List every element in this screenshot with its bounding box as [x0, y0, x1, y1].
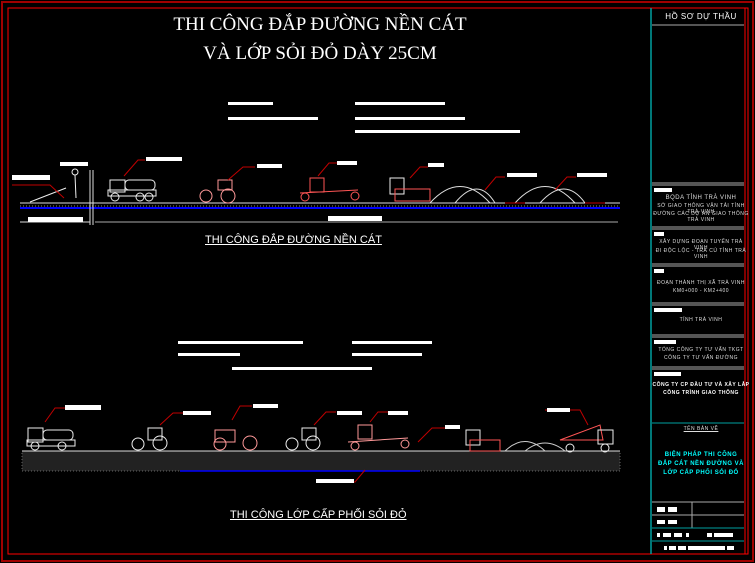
project-line: ĐƯỜNG CÁC DỰ ÁN GIAO THÔNG TRÀ VINH [653, 211, 749, 223]
drawing-name-line: ĐẮP CÁT NỀN ĐƯỜNG VÀ [658, 461, 744, 467]
project-line: BQDA TỈNH TRÀ VINH [665, 195, 737, 201]
drawing-name-line: BIỆN PHÁP THI CÔNG [664, 452, 738, 458]
section1-caption: THI CÔNG ĐẮP ĐƯỜNG NỀN CÁT [205, 234, 382, 246]
section2-caption: THI CÔNG LỚP CẤP PHỐI SỎI ĐỎ [230, 509, 407, 521]
worker-icon [29, 168, 79, 203]
consultant-line: TỔNG CÔNG TY TƯ VẤN TKGT [658, 347, 744, 353]
bulldozer-icon [465, 429, 501, 452]
roller-icon [285, 427, 321, 451]
drawing-title-line1: THI CÔNG ĐẮP ĐƯỜNG NỀN CÁT [173, 14, 467, 35]
dump-truck-icon [559, 424, 614, 453]
contractor-line: CÔNG TRÌNH GIAO THÔNG [663, 390, 739, 396]
work-line: ĐI ĐỘC LỘC - TRÀ CÚ TỈNH TRÀ VINH [655, 248, 747, 260]
water-truck-icon [26, 427, 76, 451]
contractor-line: CÔNG TY CP ĐẦU TƯ VÀ XÂY LẮP [652, 382, 750, 388]
water-truck-icon [107, 179, 157, 202]
section-line: KM0+000 - KM2+400 [672, 288, 730, 294]
consultant-line: CÔNG TY TƯ VẤN ĐƯỜNG [664, 355, 738, 361]
work-line: XÂY DỰNG ĐOẠN TUYẾN TRÀ VINH [659, 239, 743, 251]
inner-frame [7, 7, 749, 555]
location-text: TỈNH TRÀ VINH [679, 317, 723, 323]
title-block-grid [652, 24, 744, 528]
grader-icon [347, 424, 410, 451]
grader-icon [299, 177, 360, 202]
section1-machines [29, 168, 586, 204]
title-block-header: HỒ SƠ DỰ THẦU [665, 12, 737, 21]
section-line: ĐOẠN THÀNH THỊ XÃ TRÀ VINH [656, 280, 745, 286]
section2-machines [26, 424, 614, 453]
title-block-label-bars [654, 188, 734, 550]
title-block-cyan-lines [652, 422, 744, 542]
project-line: SỞ GIAO THÔNG VẬN TẢI TỈNH TRÀ VINH [657, 203, 745, 215]
section2-callout-labels [65, 341, 570, 483]
roller-icon [131, 427, 168, 451]
drawing-name-line: LỚP CẤP PHỐI SỎI ĐỎ [663, 470, 739, 476]
bulldozer-icon [389, 177, 431, 202]
roller-icon [213, 429, 258, 451]
drawing-title-line2: VÀ LỚP SỎI ĐỎ DÀY 25CM [203, 43, 437, 64]
section2-ground [21, 450, 621, 472]
gravel-pile-icon [504, 441, 566, 452]
roller-icon [199, 179, 236, 204]
drawing-name-label: TÊN BẢN VẼ [683, 426, 719, 432]
sand-pile-icon [429, 186, 586, 204]
section1-leaders [12, 159, 605, 204]
section1-callout-labels [12, 102, 607, 180]
